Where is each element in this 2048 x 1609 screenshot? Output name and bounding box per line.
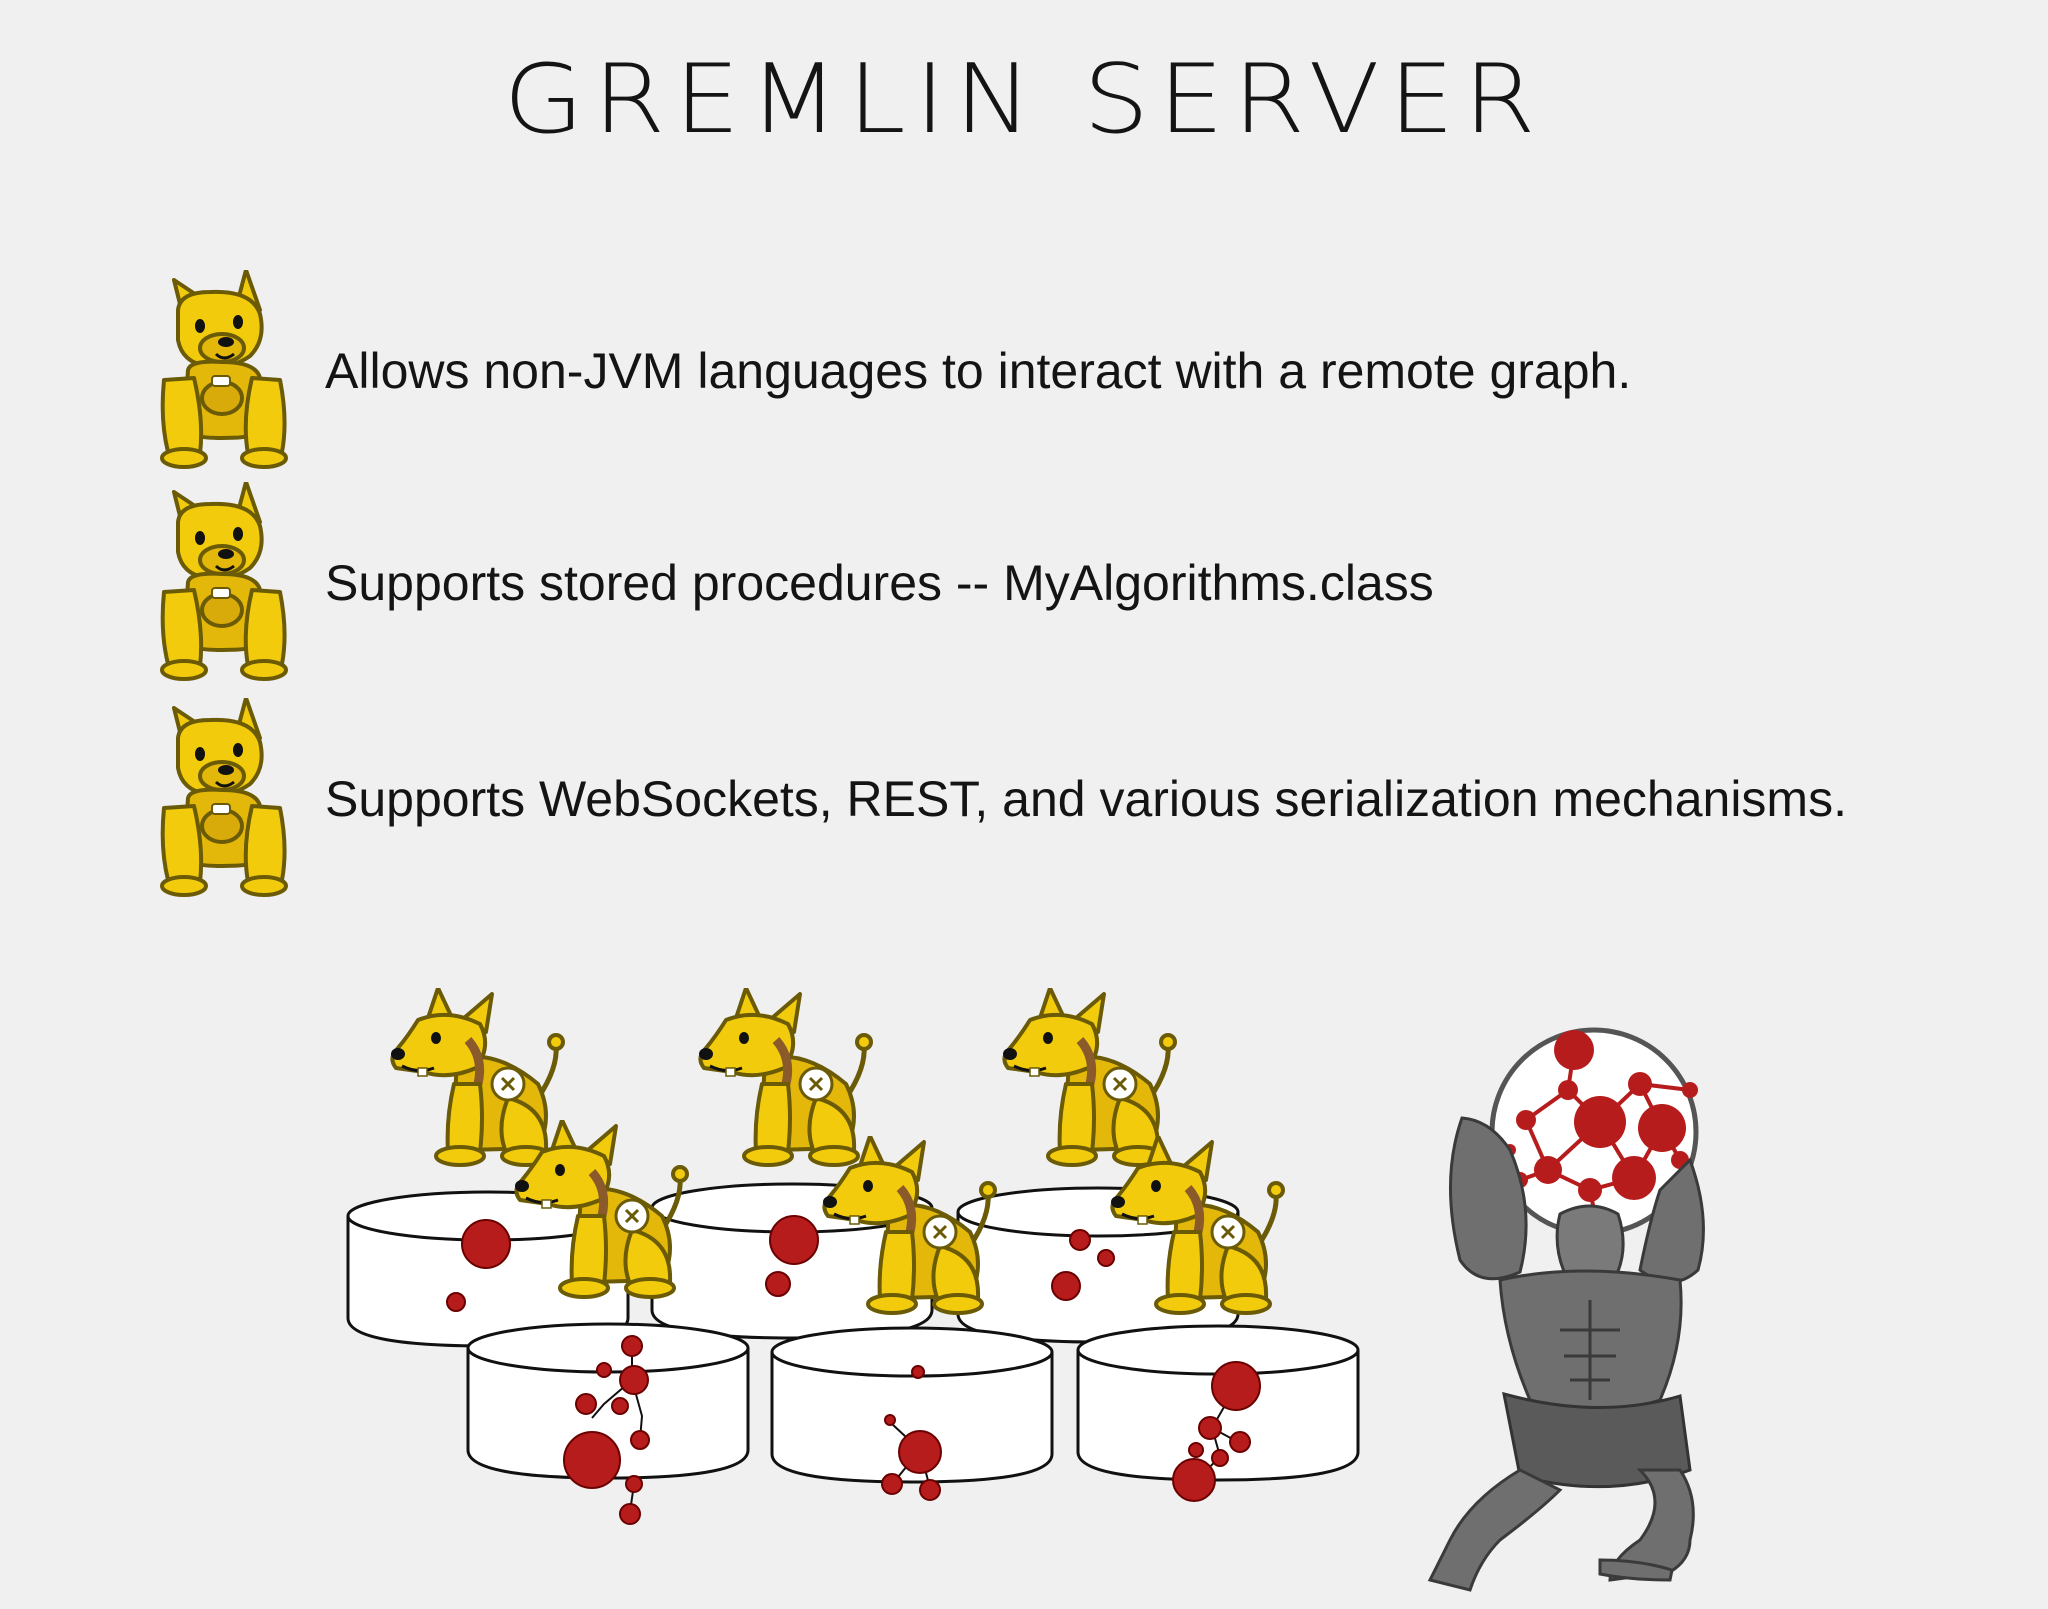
graph-vertices	[446, 1215, 1115, 1312]
feature-text: Allows non-JVM languages to interact wit…	[325, 343, 1632, 399]
feature-item: Supports stored procedures -- MyAlgorith…	[160, 482, 2020, 682]
feature-item: Supports WebSockets, REST, and various s…	[160, 698, 2020, 898]
feature-text: Supports stored procedures -- MyAlgorith…	[325, 555, 1434, 611]
atlas-holding-graph-icon	[1427, 1027, 1705, 1592]
graph-vertices	[563, 1335, 1261, 1525]
gremlin-dog-icon	[1003, 988, 1175, 1165]
feature-item: Allows non-JVM languages to interact wit…	[160, 270, 2020, 470]
page-title: GREMLIN SERVER	[503, 42, 1545, 156]
gremlin-dog-icon	[699, 988, 871, 1165]
gremlin-dog-icon	[391, 988, 563, 1165]
feature-text: Supports WebSockets, REST, and various s…	[325, 771, 1847, 827]
